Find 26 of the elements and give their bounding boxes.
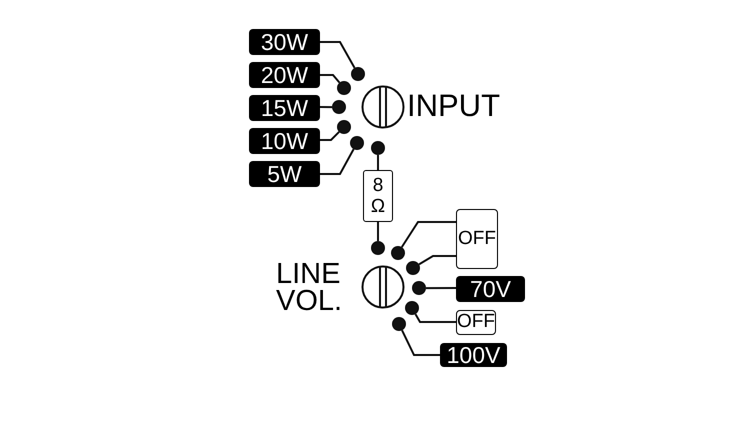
connector-line: [426, 287, 456, 290]
connector-line: [418, 255, 456, 266]
label-box: 15W: [249, 95, 320, 121]
rotary-knob: [361, 85, 405, 129]
connector-line: [377, 155, 379, 170]
label-box: 20W: [249, 62, 320, 88]
connector-line: [401, 330, 440, 356]
connector-line: [320, 131, 340, 141]
connector-line: [320, 41, 356, 68]
label-box: OFF: [456, 209, 498, 269]
knob-label: INPUT: [407, 90, 500, 121]
connector-line: [320, 106, 332, 108]
label-box: 70V: [456, 276, 525, 302]
label-box: 30W: [249, 29, 320, 55]
rotary-knob: [361, 265, 405, 309]
label-box: 10W: [249, 128, 320, 154]
label-box: 5W: [249, 161, 320, 187]
connector-line: [414, 314, 456, 323]
connector-line: [400, 221, 456, 248]
connector-line: [377, 222, 379, 241]
knob-label: LINE VOL.: [276, 261, 344, 315]
connector-line: [320, 74, 340, 84]
label-box: OFF: [456, 310, 496, 335]
label-box: 8 Ω: [363, 170, 393, 222]
connector-line: [320, 148, 355, 175]
label-box: 100V: [440, 343, 507, 367]
